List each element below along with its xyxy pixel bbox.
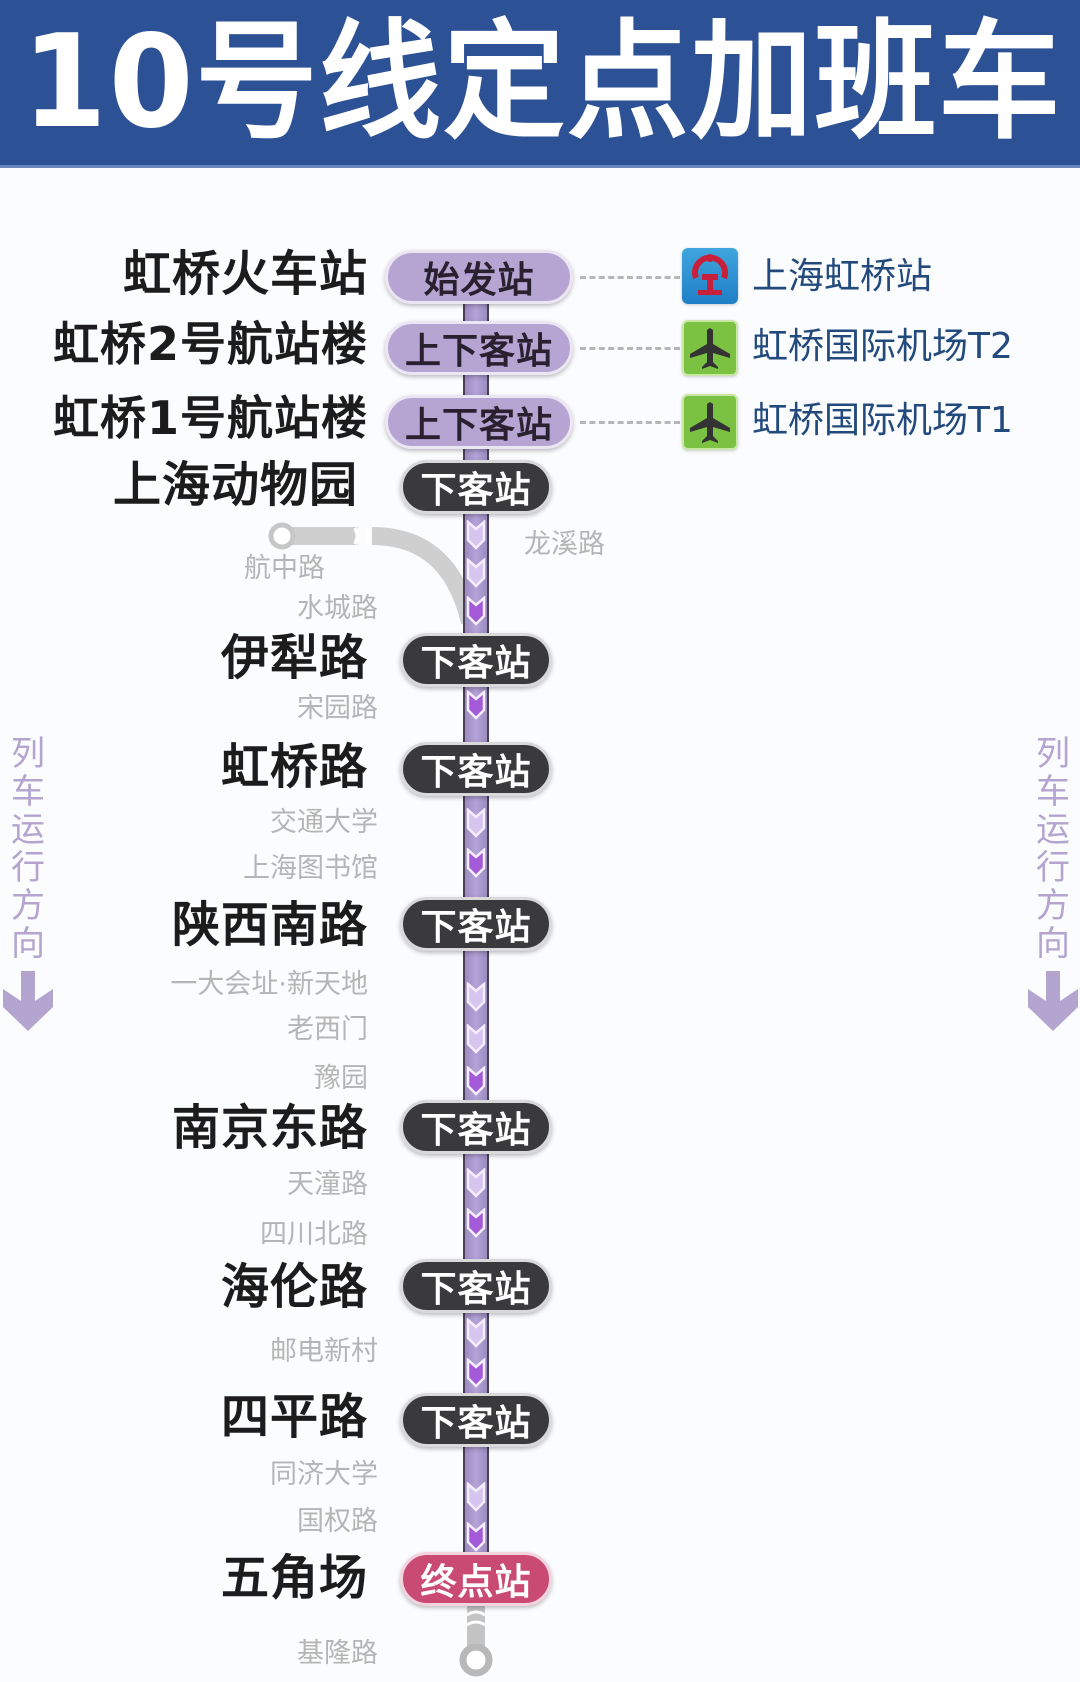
station-name: 虹桥火车站 <box>122 246 368 302</box>
branch-line-curve <box>371 527 479 625</box>
station-badge-alight: 下客站 <box>400 1393 552 1447</box>
airplane-icon <box>682 320 738 376</box>
chevron-down-icon <box>466 1522 486 1552</box>
station-badge-board-alight: 上下客站 <box>385 395 573 449</box>
minor-station-name: 天潼路 <box>287 1169 368 1200</box>
station-badge-start: 始发站 <box>385 250 573 304</box>
minor-station-name: 宋园路 <box>297 693 378 724</box>
chevron-down-icon <box>466 520 486 550</box>
chevron-down-icon <box>466 808 486 838</box>
direction-char: 列 <box>11 734 45 774</box>
station-badge-alight: 下客站 <box>400 897 552 951</box>
transfer-connector <box>580 276 680 279</box>
direction-label-right: 列 车 运 行 方 向 <box>1028 735 1078 1039</box>
chevron-down-icon <box>466 596 486 626</box>
line-end-terminal-circle <box>459 1643 493 1677</box>
transfer-label-railway: 上海虹桥站 <box>752 256 933 297</box>
station-name: 虹桥2号航站楼 <box>52 317 368 371</box>
station-name: 五角场 <box>220 1550 368 1606</box>
chevron-down-icon <box>466 1066 486 1096</box>
chevron-down-icon <box>466 1168 486 1198</box>
transfer-connector <box>580 347 680 350</box>
station-name: 伊犁路 <box>220 630 368 686</box>
station-badge-alight: 下客站 <box>400 1100 552 1154</box>
minor-station-name: 上海图书馆 <box>243 853 378 884</box>
direction-char: 列 <box>1036 734 1070 774</box>
direction-char: 向 <box>1036 924 1070 964</box>
minor-station-name: 国权路 <box>297 1506 378 1537</box>
station-badge-board-alight: 上下客站 <box>385 321 573 375</box>
branch-terminal-name: 航中路 <box>244 553 325 584</box>
station-badge-terminal: 终点站 <box>400 1552 552 1606</box>
airplane-icon <box>682 394 738 450</box>
chevron-down-icon <box>466 1208 486 1238</box>
station-name: 上海动物园 <box>112 457 358 513</box>
station-badge-alight: 下客站 <box>400 742 552 796</box>
station-name: 海伦路 <box>220 1259 368 1315</box>
chevron-down-icon <box>466 1024 486 1054</box>
branch-break-mark <box>353 526 370 546</box>
direction-char: 行 <box>11 848 45 888</box>
direction-char: 向 <box>11 924 45 964</box>
minor-station-name: 龙溪路 <box>524 529 605 560</box>
minor-station-name: 一大会址·新天地 <box>170 969 368 1000</box>
minor-station-name: 同济大学 <box>270 1459 378 1490</box>
direction-char: 行 <box>1036 848 1070 888</box>
station-badge-alight: 下客站 <box>400 633 552 687</box>
direction-label-left: 列 车 运 行 方 向 <box>3 735 53 1039</box>
line-end-stub <box>467 1605 485 1650</box>
station-name: 虹桥1号航站楼 <box>52 391 368 445</box>
minor-station-name: 交通大学 <box>270 807 378 838</box>
direction-char: 车 <box>11 772 45 812</box>
page-title: 10号线定点加班车 <box>22 8 1063 157</box>
minor-station-name: 四川北路 <box>260 1219 368 1250</box>
direction-char: 运 <box>11 810 45 850</box>
chevron-down-icon <box>466 1358 486 1388</box>
branch-terminal-circle <box>268 522 296 550</box>
station-badge-alight: 下客站 <box>400 460 552 514</box>
station-name: 虹桥路 <box>220 739 368 795</box>
station-name: 四平路 <box>220 1389 368 1445</box>
minor-station-name: 老西门 <box>287 1014 368 1045</box>
line-end-terminal-name: 基隆路 <box>297 1638 378 1669</box>
minor-station-name: 豫园 <box>314 1063 368 1094</box>
line-end-break-mark <box>466 1610 486 1627</box>
transfer-label-airport-t2: 虹桥国际机场T2 <box>752 326 1013 367</box>
minor-station-name: 邮电新村 <box>270 1336 378 1367</box>
chevron-down-icon <box>466 1318 486 1348</box>
station-name: 陕西南路 <box>171 897 368 953</box>
minor-station-name: 水城路 <box>297 593 378 624</box>
header-banner: 10号线定点加班车 <box>0 0 1080 168</box>
transfer-label-airport-t1: 虹桥国际机场T1 <box>752 400 1013 441</box>
chevron-down-icon <box>466 558 486 588</box>
chevron-down-icon <box>466 690 486 720</box>
transfer-connector <box>580 421 680 424</box>
direction-char: 方 <box>11 886 45 926</box>
station-name: 南京东路 <box>171 1100 368 1156</box>
down-arrow-icon <box>1028 971 1078 1031</box>
station-badge-alight: 下客站 <box>400 1259 552 1313</box>
direction-char: 车 <box>1036 772 1070 812</box>
chevron-down-icon <box>466 848 486 878</box>
down-arrow-icon <box>3 971 53 1031</box>
direction-char: 方 <box>1036 886 1070 926</box>
railway-icon <box>682 248 738 304</box>
chevron-down-icon <box>466 1482 486 1512</box>
direction-char: 运 <box>1036 810 1070 850</box>
chevron-down-icon <box>466 982 486 1012</box>
